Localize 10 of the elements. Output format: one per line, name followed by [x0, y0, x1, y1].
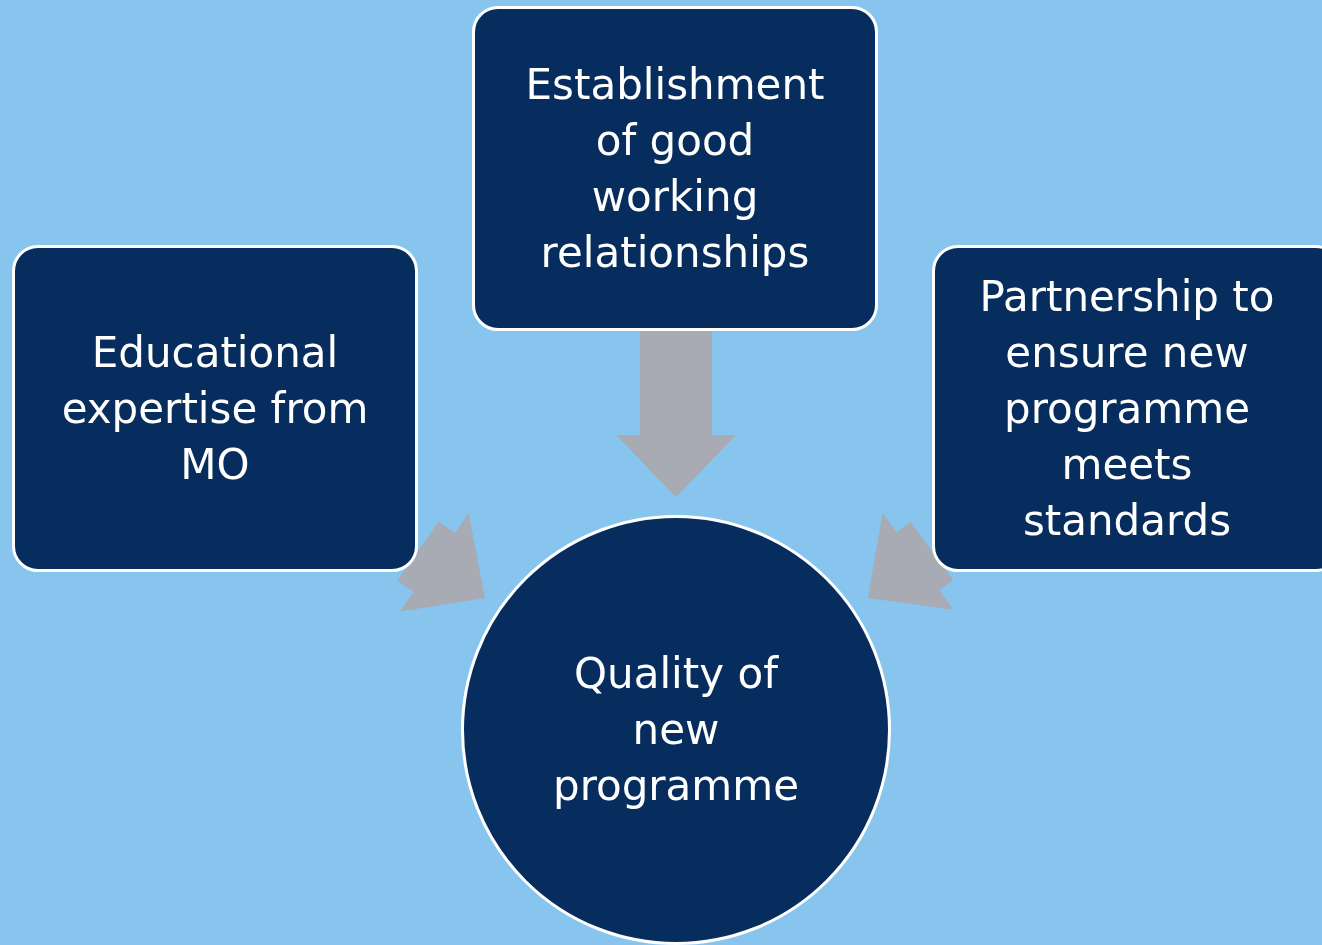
block-arrow [397, 513, 485, 612]
node-text: Establishment of good working relationships [524, 58, 826, 279]
node-text: Educational expertise from MO [60, 326, 370, 491]
rounded-box [12, 245, 418, 572]
block-arrow [616, 331, 736, 497]
block-arrow [868, 512, 954, 610]
node-text: Partnership to ensure new programme meets standards [978, 270, 1276, 547]
node-text: Quality of new programme [551, 648, 800, 812]
rounded-box [932, 245, 1322, 572]
rounded-box [472, 6, 878, 331]
